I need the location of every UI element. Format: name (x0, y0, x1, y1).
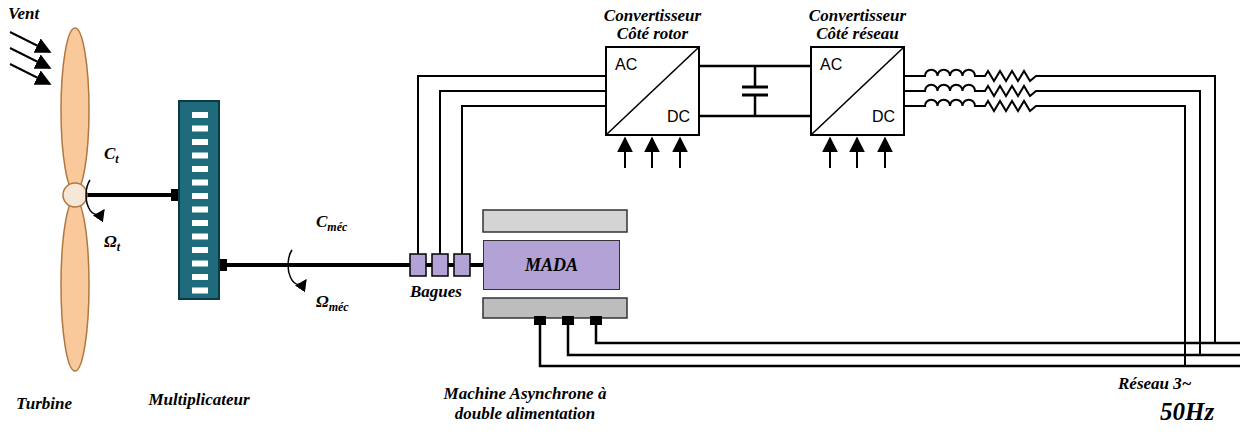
slip-ring (432, 254, 448, 276)
part-label: Turbine (16, 394, 72, 414)
gearbox-box: Multiplicateur (178, 100, 220, 300)
stator-wire (568, 318, 1240, 355)
gear-tooth (192, 126, 208, 132)
capacitor-plate (742, 86, 768, 89)
dc-bus (700, 66, 810, 116)
gear-tooth (192, 153, 208, 159)
gear-tooth (192, 112, 208, 118)
gear-tooth (192, 166, 208, 172)
converter-box: Convertisseur Côté rotorACDC (605, 46, 700, 136)
control-arrow (624, 138, 626, 168)
stator-terminal (590, 316, 602, 325)
stator-bar (483, 210, 627, 232)
part-label: Bagues (410, 282, 462, 302)
wind-arrow (10, 64, 50, 84)
wind-arrow (10, 48, 50, 68)
coupling (219, 259, 227, 271)
box-label: MADA (525, 255, 578, 276)
stator-terminal (562, 316, 574, 325)
gear-tooth (192, 207, 208, 213)
turbine-blade (61, 199, 89, 371)
gear-tooth (192, 261, 208, 267)
control-arrow (829, 138, 831, 168)
torque-label: Ct (104, 144, 119, 167)
port-label: AC (615, 56, 637, 74)
capacitor-lead (754, 95, 757, 116)
torque-arrow (288, 250, 306, 284)
slip-ring (454, 254, 470, 276)
control-arrow (651, 138, 653, 168)
control-arrow (679, 138, 681, 168)
diagonal-line (812, 48, 903, 134)
turbine-blade (61, 28, 89, 192)
part-label: Machine Asynchrone à double alimentation (420, 384, 630, 423)
wind-arrow (10, 32, 50, 52)
capacitor-lead (754, 66, 757, 87)
machine-box: MADA (483, 240, 620, 290)
stator-terminal (534, 316, 546, 325)
speed-label: Ωt (104, 232, 120, 255)
stator-bar (483, 298, 627, 318)
gear-tooth (192, 234, 208, 240)
port-label: AC (820, 56, 842, 74)
port-label: DC (872, 108, 895, 126)
turbine-hub (63, 183, 87, 207)
gear-tooth (192, 220, 208, 226)
grid-label: 50Hz (1160, 398, 1214, 427)
torque-arrow (86, 180, 104, 214)
diagonal-line (607, 48, 698, 134)
wind-label: Vent (8, 4, 39, 24)
grid-wire (905, 70, 1215, 343)
slip-ring (410, 254, 426, 276)
torque-label: Cméc (316, 212, 347, 235)
gear-tooth (192, 288, 208, 294)
control-arrow (884, 138, 886, 168)
grid-wire (905, 85, 1200, 355)
gear-tooth (192, 274, 208, 280)
stator-wire (540, 318, 1240, 366)
port-label: DC (667, 108, 690, 126)
part-label: Multiplicateur (148, 390, 249, 410)
control-arrow (856, 138, 858, 168)
grid-label: Réseau 3~ (1118, 374, 1191, 394)
turbine-shaft (80, 193, 178, 197)
grid-wire (905, 100, 1185, 366)
grid-wires (905, 70, 1215, 366)
gear-tooth (192, 247, 208, 253)
gear-stripes (180, 102, 218, 298)
converter-box: Convertisseur Côté réseauACDC (810, 46, 905, 136)
speed-label: Ωméc (316, 292, 349, 315)
converter-title: Convertisseur Côté rotor (588, 7, 718, 44)
converter-title: Convertisseur Côté réseau (793, 7, 923, 44)
stator-wire (596, 318, 1240, 343)
slip-rings (410, 254, 470, 276)
gear-tooth (192, 139, 208, 145)
gear-tooth (192, 180, 208, 186)
gear-tooth (192, 193, 208, 199)
